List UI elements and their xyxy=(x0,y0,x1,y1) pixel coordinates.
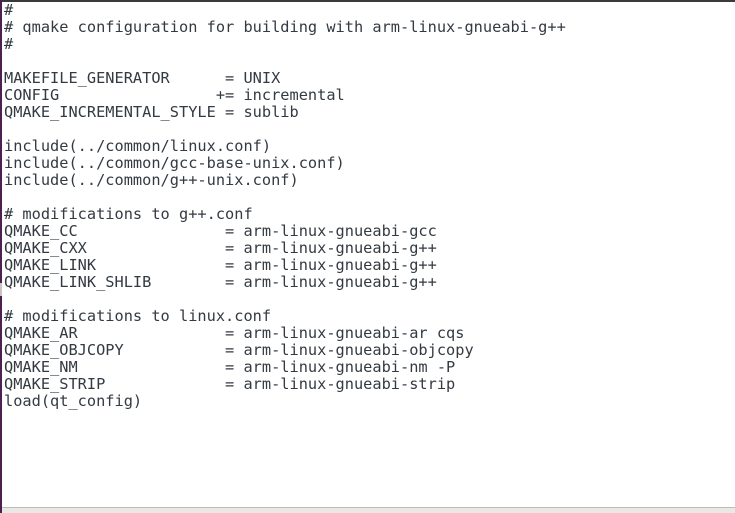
editor-text-area[interactable]: ## qmake configuration for building with… xyxy=(2,2,735,506)
code-line-14: QMAKE_CC = arm-linux-gnueabi-gcc xyxy=(4,222,437,240)
code-line-15: QMAKE_CXX = arm-linux-gnueabi-g++ xyxy=(4,239,437,257)
code-line-3: # xyxy=(4,35,14,53)
code-line-19: # modifications to linux.conf xyxy=(4,307,272,325)
window-top-edge xyxy=(0,0,735,2)
code-line-22: QMAKE_NM = arm-linux-gnueabi-nm -P xyxy=(4,358,456,376)
code-line-13: # modifications to g++.conf xyxy=(4,205,253,223)
code-line-2: # qmake configuration for building with … xyxy=(4,18,566,36)
code-line-21: QMAKE_OBJCOPY = arm-linux-gnueabi-objcop… xyxy=(4,341,474,359)
code-line-6: CONFIG += incremental xyxy=(4,86,345,104)
code-line-4 xyxy=(4,53,735,70)
code-line-12 xyxy=(4,189,735,206)
code-line-8 xyxy=(4,121,735,138)
code-line-16: QMAKE_LINK = arm-linux-gnueabi-g++ xyxy=(4,256,437,274)
code-line-7: QMAKE_INCREMENTAL_STYLE = sublib xyxy=(4,103,299,121)
code-line-5: MAKEFILE_GENERATOR = UNIX xyxy=(4,69,281,87)
horizontal-scrollbar[interactable] xyxy=(0,507,735,513)
code-line-20: QMAKE_AR = arm-linux-gnueabi-ar cqs xyxy=(4,324,465,342)
window-left-border xyxy=(0,0,2,513)
code-line-18 xyxy=(4,291,735,308)
code-line-11: include(../common/g++-unix.conf) xyxy=(4,171,299,189)
code-line-1: # xyxy=(4,2,14,19)
code-line-24: load(qt_config) xyxy=(4,392,143,410)
code-line-23: QMAKE_STRIP = arm-linux-gnueabi-strip xyxy=(4,375,456,393)
code-line-10: include(../common/gcc-base-unix.conf) xyxy=(4,154,345,172)
code-line-17: QMAKE_LINK_SHLIB = arm-linux-gnueabi-g++ xyxy=(4,273,437,291)
code-line-9: include(../common/linux.conf) xyxy=(4,137,272,155)
left-border-notch xyxy=(0,283,2,296)
